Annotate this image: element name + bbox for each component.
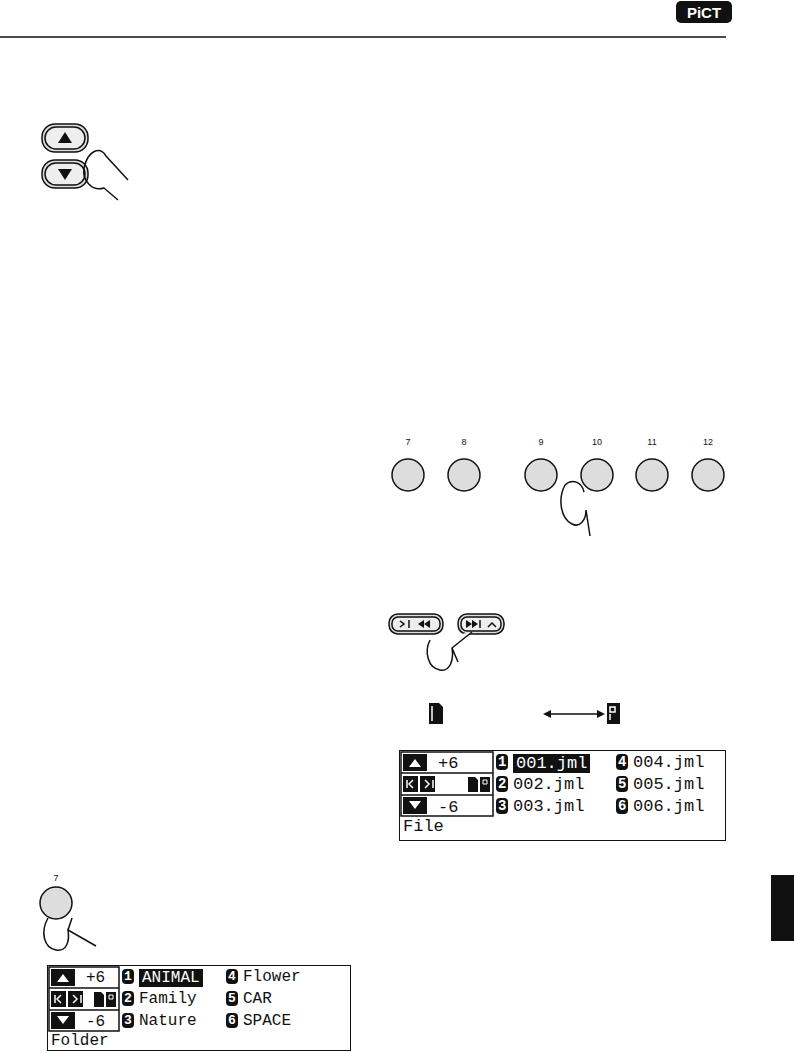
display-label: -6 [86, 1014, 105, 1030]
item-number: 6 [616, 798, 628, 814]
display-label: +6 [86, 970, 105, 986]
button-number: 12 [703, 438, 713, 447]
item-name: ANIMAL [139, 969, 203, 987]
item-name: 005.jml [633, 776, 704, 793]
item-name: 006.jml [633, 798, 704, 815]
display-label: Folder [51, 1033, 109, 1049]
button-number: 8 [461, 438, 466, 447]
lcd-display: +6 -6Folder 1 ANIMAL 4 Flower 2 Family 5 CAR 3 Natu… [47, 965, 351, 1051]
item-number: 3 [496, 798, 508, 814]
section-tab [771, 875, 794, 941]
item-number: 1 [496, 754, 508, 770]
item-number: 4 [226, 969, 238, 984]
item-number: 2 [496, 776, 508, 792]
button-number: 9 [538, 438, 543, 447]
item-name: 002.jml [513, 776, 584, 793]
lcd-display: +6 -6File 1 001.jml 4 004.jml 2 002.jml 5 005.jml… [399, 750, 726, 841]
item-number: 6 [226, 1013, 238, 1028]
item-name: Family [139, 991, 197, 1007]
button-number: 10 [592, 438, 602, 447]
button-number: 7 [53, 874, 58, 883]
button-number: 11 [647, 438, 656, 447]
item-number: 2 [122, 991, 134, 1006]
item-number: 5 [226, 991, 238, 1006]
item-name: SPACE [243, 1013, 291, 1029]
item-name: 001.jml [513, 754, 590, 773]
item-name: 003.jml [513, 798, 584, 815]
up-down-buttons [42, 124, 128, 200]
item-name: CAR [243, 991, 272, 1007]
brand-logo: PiCT [687, 5, 721, 20]
item-name: 004.jml [633, 754, 704, 771]
header-rule [0, 1, 732, 37]
button-7 [40, 887, 96, 950]
display-label: -6 [438, 799, 458, 816]
item-name: Flower [243, 969, 301, 985]
folder-file-icons [429, 703, 620, 724]
skip-buttons [389, 614, 504, 670]
item-number: 1 [122, 969, 134, 984]
display-label: File [403, 818, 444, 835]
button-number: 7 [405, 438, 410, 447]
item-name: Nature [139, 1013, 197, 1029]
preset-buttons [392, 459, 724, 536]
item-number: 3 [122, 1013, 134, 1028]
item-number: 4 [616, 754, 628, 770]
display-label: +6 [438, 755, 458, 772]
item-number: 5 [616, 776, 628, 792]
